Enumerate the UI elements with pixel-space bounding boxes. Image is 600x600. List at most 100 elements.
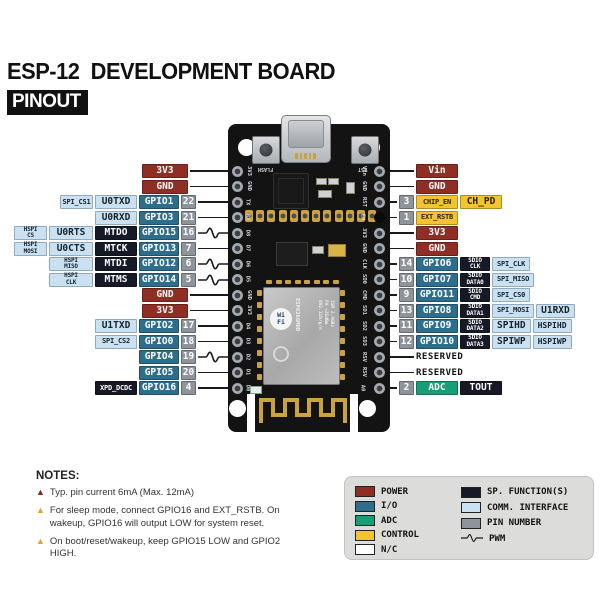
board-notch	[350, 394, 358, 432]
mounting-hole	[238, 139, 255, 156]
connector-line	[389, 350, 414, 364]
pin-number: 14	[399, 257, 414, 271]
wire	[389, 371, 414, 374]
pin-function-box: SPI_CS2	[95, 334, 137, 349]
silkscreen-label: SD0	[360, 274, 367, 284]
pin-hole	[232, 336, 243, 347]
pwm-connector	[198, 226, 228, 240]
connector-line	[198, 335, 228, 349]
pin-function-box: SDIO DATA0	[460, 272, 490, 287]
legend-swatch	[355, 500, 375, 512]
smd-component	[312, 246, 324, 254]
silkscreen-label: GND	[360, 243, 367, 253]
pin-row: 3V3	[389, 226, 597, 240]
pin-number: 21	[181, 210, 196, 225]
connector-line	[389, 211, 397, 225]
silkscreen-label: D2	[244, 353, 251, 360]
pin-function-box: SPIHD	[492, 319, 531, 333]
connector-line	[389, 273, 397, 287]
pwm-icon	[198, 258, 228, 270]
pin-function-box: GPIO10	[416, 334, 458, 349]
legend-label: SP. FUNCTION(S)	[487, 487, 569, 497]
wire	[190, 170, 228, 172]
connector-line	[198, 242, 228, 256]
reserved-label: RESERVED	[416, 367, 464, 378]
pin-hole	[232, 165, 243, 177]
wire	[190, 185, 228, 188]
pcb-antenna	[258, 395, 348, 429]
silkscreen-label: D5	[244, 275, 251, 283]
pin-hole	[374, 367, 385, 378]
pin-function-box: SPI_MOSI	[492, 303, 535, 318]
pin-number: 19	[181, 350, 196, 364]
wire	[198, 371, 228, 374]
silkscreen-label: D6	[244, 260, 251, 267]
rst-button	[351, 136, 379, 164]
pwm-connector	[198, 273, 228, 287]
silkscreen-label: 3V3	[360, 227, 367, 238]
legend-label: COMM. INTERFACE	[487, 502, 569, 513]
pin-function-box: Vin	[416, 164, 458, 178]
wire	[389, 247, 414, 250]
silkscreen-label: RSV	[360, 351, 367, 362]
pin-function-box: SPI_CS1	[60, 195, 93, 209]
pin-function-box: GPIO14	[139, 272, 179, 287]
pin-row: GND	[389, 241, 597, 256]
pin-hole	[374, 274, 385, 285]
pin-function-box: U0TXD	[95, 195, 137, 209]
pin-hole	[374, 305, 385, 316]
pin-function-box: SDIO DATA2	[460, 319, 490, 333]
pin-function-box: GPIO16	[139, 381, 179, 395]
pin-function-box: ADC	[416, 381, 458, 395]
page-title: ESP-12 DEVELOPMENT BOARD	[7, 58, 336, 84]
connector-line	[198, 195, 228, 209]
wire	[389, 387, 397, 389]
vendor-logo-ring	[273, 346, 289, 362]
soc-chip	[273, 173, 309, 209]
pin-hole	[232, 382, 243, 394]
pin-number: 1	[399, 210, 414, 225]
connector-line	[190, 304, 228, 318]
legend-label: CONTROL	[381, 530, 419, 540]
flash-button-cap	[259, 143, 273, 157]
pin-number: 18	[181, 334, 196, 349]
pwm-connector	[198, 257, 228, 271]
pin-number: 6	[181, 257, 196, 271]
pin-function-box: MTDO	[95, 226, 137, 240]
wire	[198, 216, 228, 219]
flash-memory-chip	[276, 242, 308, 266]
pin-row: 3V3	[14, 164, 228, 178]
warning-triangle-icon: ▲	[36, 505, 45, 516]
pin-function-box: GPIO3	[139, 210, 179, 225]
legend-item: I/O	[355, 500, 447, 512]
pin-function-box: TOUT	[460, 381, 502, 395]
pin-row: RESERVED	[389, 366, 597, 380]
pin-row: Vin	[389, 164, 597, 178]
wire	[190, 294, 228, 296]
pin-function-box: GND	[416, 241, 458, 256]
pin-function-box: HSPIHD	[532, 319, 572, 333]
silkscreen-label: D3	[244, 337, 251, 345]
silkscreen-label: CMD	[360, 289, 367, 300]
pin-number: 7	[181, 241, 196, 256]
silkscreen-label: 3V3	[245, 165, 252, 176]
wire	[389, 232, 414, 234]
silkscreen-label: 3V3	[245, 305, 252, 315]
wire	[198, 387, 228, 389]
pin-function-box: EXT_RSTB	[416, 210, 458, 225]
connector-line	[389, 381, 397, 395]
pin-function-box: SPI_MISO	[492, 272, 535, 287]
silkscreen-label: RX	[244, 213, 251, 221]
wire	[389, 340, 397, 343]
silkscreen-label: RST	[360, 196, 367, 207]
pwm-icon	[461, 533, 483, 543]
